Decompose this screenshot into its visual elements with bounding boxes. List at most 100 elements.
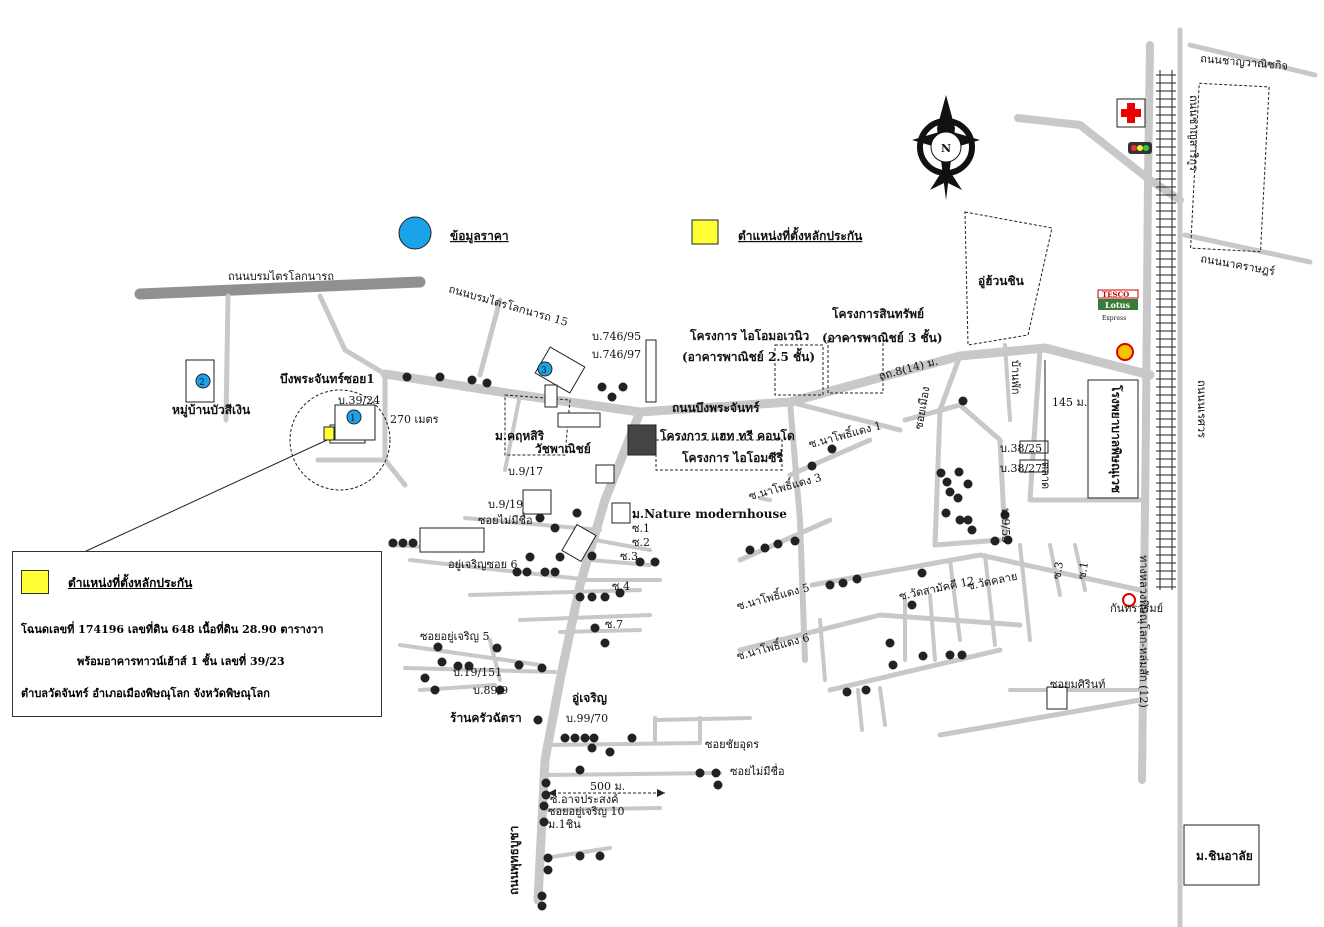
house-icon — [615, 588, 625, 598]
house-icon — [464, 661, 474, 671]
house-icon — [482, 378, 492, 388]
label-yu-charoen6: อยู่เจริญซอย 6 — [448, 558, 518, 571]
house-icon — [825, 580, 835, 590]
marker-2-label: 2 — [199, 378, 205, 388]
house-icon — [522, 567, 532, 577]
label-p1: บ.39/24 — [338, 394, 380, 407]
house-icon — [550, 567, 560, 577]
house-icon — [600, 592, 610, 602]
house-icon — [408, 538, 418, 548]
house-icon — [852, 574, 862, 584]
house-icon — [807, 461, 817, 471]
railway — [1156, 70, 1176, 590]
label-yu-charoen: อู่เจริญ — [572, 691, 607, 706]
lotus-sub-label: Express — [1102, 315, 1126, 322]
label-ran-khrua: ร้านครัวฉัตรา — [450, 711, 522, 725]
label-yu-charoen10: ซอยอยู่เจริญ 10 — [548, 805, 625, 818]
house-icon — [760, 543, 770, 553]
legend-collateral-label: ตำแหน่งที่ตั้งหลักประกัน — [738, 226, 863, 243]
house-icon — [954, 467, 964, 477]
label-p10: บ.38/27 — [1000, 462, 1042, 475]
house-icon — [945, 487, 955, 497]
legend-collateral-square — [691, 219, 719, 245]
house-icon — [580, 733, 590, 743]
house-icon — [540, 567, 550, 577]
house-icon — [435, 372, 445, 382]
house-icon — [388, 538, 398, 548]
label-soi-muang: ซอยเมือง — [912, 385, 932, 430]
house-icon — [541, 778, 551, 788]
house-icon — [492, 643, 502, 653]
label-borom-soi15: ถนนบรมไตรโลกนารถ 15 — [447, 281, 570, 328]
house-icon — [495, 685, 505, 695]
label-270: 270 เมตร — [390, 413, 439, 426]
legend: ข้อมูลราคา ตำแหน่งที่ตั้งหลักประกัน — [398, 216, 863, 250]
label-rassadon: ถนนนาคราษฎร์ — [1199, 252, 1276, 278]
house-icon — [467, 375, 477, 385]
house-icon — [433, 642, 443, 652]
house-icon — [917, 568, 927, 578]
label-p6: บ.19/151 — [453, 666, 502, 679]
house-icons — [388, 372, 1013, 911]
info-title: ตำแหน่งที่ตั้งหลักประกัน — [68, 576, 193, 590]
house-icon — [587, 551, 597, 561]
house-icon — [990, 536, 1000, 546]
house-icon — [958, 396, 968, 406]
house-icon — [888, 660, 898, 670]
label-p5: บ.9/19 — [488, 498, 523, 511]
house-icon — [953, 493, 963, 503]
label-village: หมู่บ้านบัวสีเงิน — [172, 403, 251, 418]
hospital-icon — [1116, 98, 1146, 128]
house-icon — [539, 801, 549, 811]
shell-icon — [1116, 343, 1134, 361]
label-watcha: วัชพาณิชย์ — [535, 442, 591, 456]
label-nature: ม.Nature modernhouse — [632, 507, 787, 521]
house-icon — [941, 508, 951, 518]
label-p7: บ.89/9 — [473, 684, 508, 697]
legend-price-dot — [398, 216, 432, 250]
house-icon — [713, 780, 723, 790]
house-icon — [533, 715, 543, 725]
house-icon — [402, 372, 412, 382]
label-sintrap: โครงการสินทรัพย์ — [831, 306, 924, 321]
house-icon — [605, 747, 615, 757]
house-icon — [570, 733, 580, 743]
distance-arrow — [548, 789, 665, 797]
label-p9: บ.38/25 — [1000, 442, 1042, 455]
house-icon — [597, 382, 607, 392]
house-icon — [543, 853, 553, 863]
label-yu-charoen5: ซอยอยู่เจริญ 5 — [420, 630, 490, 643]
map-labels: ถนนบรมไตรโลกนารถ ถนนบรมไตรโลกนารถ 15 ถนน… — [172, 52, 1288, 895]
house-icon — [967, 525, 977, 535]
legend-price-label: ข้อมูลราคา — [450, 229, 509, 244]
label-soi1: ซ.1 — [632, 522, 650, 535]
label-soi3-right: ซ.3 — [1050, 561, 1066, 581]
label-500: 500 ม. — [590, 780, 625, 793]
label-chai-udom: ซอยชัยอุดร — [705, 738, 759, 751]
north-compass: N — [912, 95, 980, 200]
house-icon — [525, 552, 535, 562]
label-kantharat: กันทรารมย์ — [1110, 602, 1163, 615]
marker-3-label: 3 — [541, 366, 547, 376]
house-icon — [600, 638, 610, 648]
house-icon — [942, 477, 952, 487]
house-icon — [595, 851, 605, 861]
label-p8: บ.99/70 — [566, 712, 608, 725]
house-icon — [695, 768, 705, 778]
house-icon — [514, 660, 524, 670]
house-icon — [963, 479, 973, 489]
house-icon — [635, 557, 645, 567]
house-icon — [861, 685, 871, 695]
house-icon — [550, 523, 560, 533]
label-road-8-14: ถถ.8(14) ม. — [877, 355, 939, 383]
house-icon — [575, 765, 585, 775]
leader-line — [44, 439, 328, 571]
tesco-label: TESCO — [1102, 290, 1129, 299]
house-icon — [587, 743, 597, 753]
price-markers: 2 1 3 — [195, 361, 553, 425]
label-pho-daeng5: ซ.นาโพธิ์แดง 5 — [735, 579, 811, 613]
house-icon — [575, 592, 585, 602]
house-icon — [590, 623, 600, 633]
label-market: ตลาด — [1039, 462, 1052, 489]
label-soi3: ซ.3 — [620, 550, 638, 563]
